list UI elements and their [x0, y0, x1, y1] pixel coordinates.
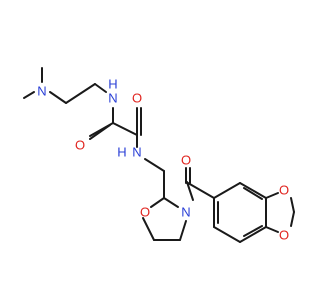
bond-c1-c2: [112, 122, 138, 136]
bond-ch2-nh: [94, 83, 107, 93]
bond-n-carbonyl: [186, 181, 194, 201]
bond-dioxole-ch2-a: [290, 197, 295, 213]
atom-o-dioxole-lower: O: [279, 228, 289, 243]
bond-ar-4: [239, 226, 267, 243]
bond-carbonyl-aryl: [187, 182, 215, 199]
bond-dioxole-o1: [265, 192, 279, 199]
atom-o-ketone: O: [181, 153, 191, 168]
bond-ar-1: [213, 182, 241, 199]
bond-ring-o-c: [142, 217, 155, 241]
atom-n-dimethyl: N: [37, 84, 46, 99]
bond-ar-2-inner: [243, 187, 263, 200]
bond-ar-5: [213, 226, 241, 243]
atom-o-carbonyl-right: O: [132, 91, 142, 106]
bond-layer: [23, 67, 295, 243]
atom-n-amide-lower: N: [132, 145, 141, 160]
bond-dioxole-o2: [265, 226, 279, 233]
atom-h-amide-lower: H: [117, 145, 126, 160]
bond-ar-4-inner: [243, 225, 263, 237]
atom-o-oxazolidine: O: [140, 205, 150, 220]
atom-n-oxazolidine: N: [181, 205, 190, 220]
bond-ring-n-c: [163, 197, 179, 208]
atom-labels: N N H O O N H O N O O O: [37, 77, 289, 243]
molecule-drawing: N N H O O N H O N O O O: [23, 67, 295, 243]
bond-ring-c-n: [179, 220, 187, 241]
bond-ch2-ch2: [65, 83, 96, 104]
structure-diagram: N N H O O N H O N O O O: [23, 67, 295, 243]
atom-o-dioxole-upper: O: [279, 183, 289, 198]
atom-n-amide-upper: N: [108, 91, 117, 106]
bond-dioxole-ch2-b: [290, 211, 295, 227]
bond-methyl-left: [23, 91, 35, 99]
bond-nh-ch2: [144, 158, 165, 172]
bond-c1-o-double: [89, 124, 111, 140]
bond-ring-c-o: [150, 197, 165, 208]
bond-n-ch2: [49, 91, 67, 104]
bond-ar-2: [239, 182, 267, 199]
atom-o-carbonyl-left: O: [75, 138, 85, 153]
atom-h-amide-upper: H: [108, 77, 117, 92]
